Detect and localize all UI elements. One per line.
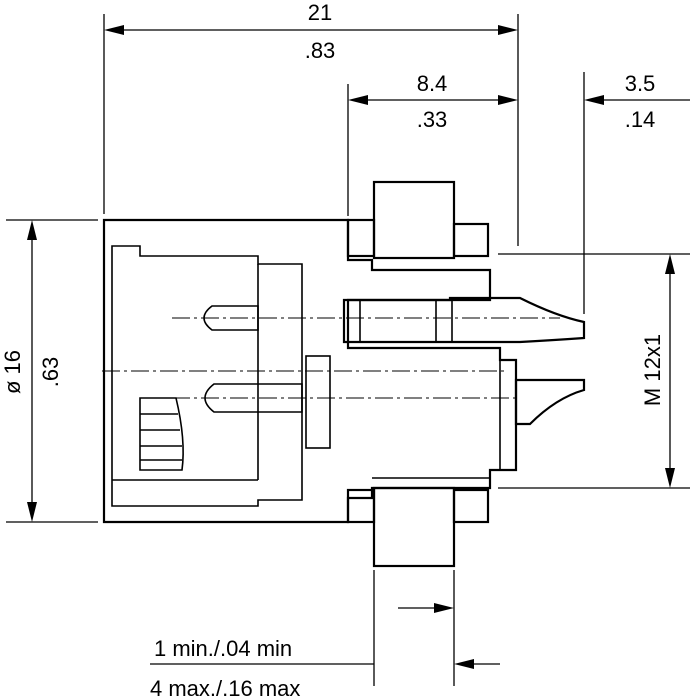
nut-lower bbox=[372, 486, 456, 568]
dimension-diameter: ø 16 .63 bbox=[0, 219, 98, 523]
insulator-block bbox=[305, 355, 331, 449]
lower-pin-rear bbox=[514, 378, 586, 426]
dim-flange-inch: .33 bbox=[417, 107, 448, 132]
dimension-panel-thickness: 1 min./.04 min 4 max./.16 max bbox=[150, 570, 500, 700]
nut-upper bbox=[372, 180, 456, 260]
contact-pins bbox=[139, 296, 586, 471]
washer-upper bbox=[452, 222, 490, 258]
dim-overall-metric: 21 bbox=[308, 0, 332, 25]
lower-pin-front bbox=[204, 383, 303, 413]
dim-diameter-inch: .63 bbox=[38, 357, 63, 388]
dim-overall-inch: .83 bbox=[305, 38, 336, 63]
dim-flange-metric: 8.4 bbox=[417, 71, 448, 96]
gasket-lower bbox=[346, 488, 376, 524]
dim-protrusion-metric: 3.5 bbox=[625, 71, 656, 96]
dim-panel-min: 1 min./.04 min bbox=[154, 636, 292, 661]
gasket-upper bbox=[346, 218, 376, 258]
crimp-sleeve bbox=[139, 397, 184, 471]
upper-pin-shank bbox=[342, 296, 586, 344]
dim-panel-max: 4 max./.16 max bbox=[150, 676, 300, 700]
dim-thread-label: M 12x1 bbox=[640, 334, 665, 406]
dim-protrusion-inch: .14 bbox=[625, 107, 656, 132]
connector-body bbox=[102, 218, 518, 524]
mounting-nut bbox=[346, 180, 490, 568]
dimension-flange-to-end: 8.4 .33 bbox=[347, 71, 518, 216]
dimension-overall-length: 21 .83 bbox=[103, 0, 519, 246]
upper-pin-front bbox=[203, 305, 259, 331]
front-cavity bbox=[111, 245, 303, 507]
dim-diameter-metric: ø 16 bbox=[0, 350, 25, 394]
dimension-thread: M 12x1 bbox=[498, 253, 690, 489]
dimension-contact-protrusion: 3.5 .14 bbox=[583, 71, 690, 314]
washer-lower bbox=[452, 488, 490, 524]
